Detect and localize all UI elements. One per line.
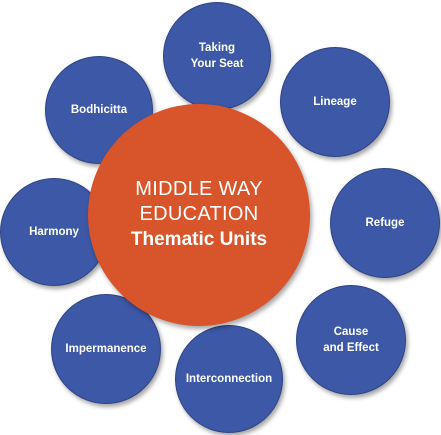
unit-label: Bodhicitta [70,104,128,116]
unit-label: Lineage [313,96,357,108]
unit-label: Harmony [29,226,79,238]
center-title-line1: MIDDLE WAY [135,178,263,200]
unit-label: Refuge [365,217,405,229]
unit-label: Impermanence [65,343,147,355]
center-title-circle: MIDDLE WAY EDUCATION Thematic Units [88,104,310,326]
unit-label: Cause and Effect [323,326,379,354]
unit-label: Interconnection [185,373,273,385]
unit-cause-and-effect: Cause and Effect [296,285,406,395]
center-title-line2: EDUCATION [139,203,259,225]
unit-taking-your-seat: Taking Your Seat [163,2,271,110]
unit-lineage: Lineage [280,47,390,157]
center-subtitle: Thematic Units [130,229,268,250]
unit-refuge: Refuge [330,168,440,278]
unit-interconnection: Interconnection [175,325,283,433]
unit-label: Taking Your Seat [190,42,244,70]
unit-impermanence: Impermanence [51,294,161,404]
